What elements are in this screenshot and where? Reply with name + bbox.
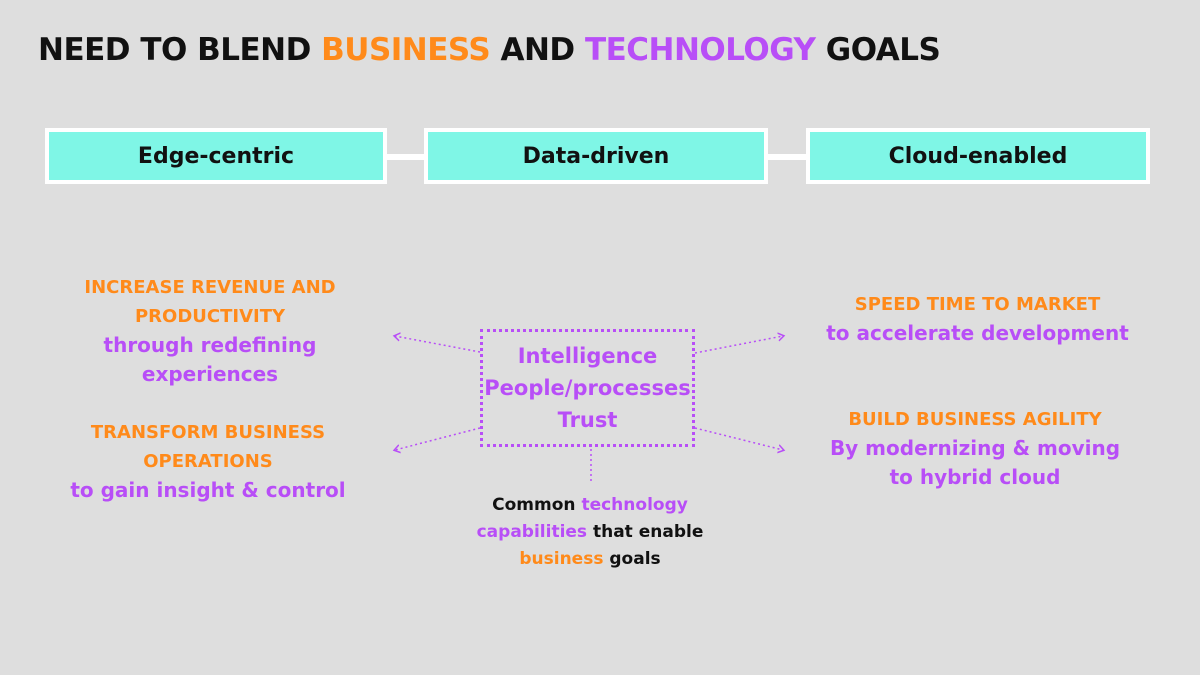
arrow-to-right-bottom xyxy=(694,427,783,450)
goal-increase-revenue-head-1: INCREASE REVENUE AND xyxy=(84,277,336,298)
goal-build-agility-sub-2: to hybrid cloud xyxy=(889,465,1061,489)
goal-speed-time-sub-1: to accelerate development xyxy=(826,321,1129,345)
capability-intelligence: Intelligence xyxy=(517,344,658,368)
goal-build-agility-head-1: BUILD BUSINESS AGILITY xyxy=(848,409,1102,430)
goal-build-agility: BUILD BUSINESS AGILITY By modernizing & … xyxy=(815,405,1135,492)
title-part3: GOALS xyxy=(815,32,941,68)
title-technology: TECHNOLOGY xyxy=(584,32,816,68)
pillar-connector-2 xyxy=(765,154,809,160)
capability-people-processes: People/processes xyxy=(484,376,691,400)
caption-word-business: business xyxy=(519,549,604,569)
goal-transform-operations-head-2: OPERATIONS xyxy=(143,451,273,472)
arrow-to-left-top xyxy=(395,336,481,353)
goal-increase-revenue-sub-2: experiences xyxy=(141,362,279,386)
title-part2: AND xyxy=(490,32,585,68)
pillar-edge-centric: Edge-centric xyxy=(45,128,387,184)
goal-increase-revenue: INCREASE REVENUE AND PRODUCTIVITY throug… xyxy=(60,273,360,389)
page-title: NEED TO BLEND BUSINESS AND TECHNOLOGY GO… xyxy=(38,32,941,68)
pillar-cloud-enabled: Cloud-enabled xyxy=(806,128,1150,184)
caption-word-goals: goals xyxy=(609,549,661,569)
caption-word-technology: technology xyxy=(581,495,688,515)
capabilities-caption: Common technology capabilities that enab… xyxy=(440,492,740,573)
pillar-connector-1 xyxy=(385,154,427,160)
goal-transform-operations-sub-1: to gain insight & control xyxy=(70,478,346,502)
goal-speed-time: SPEED TIME TO MARKET to accelerate devel… xyxy=(820,290,1135,348)
pillar-data-driven: Data-driven xyxy=(424,128,768,184)
goal-speed-time-head-1: SPEED TIME TO MARKET xyxy=(854,294,1101,315)
common-capabilities-box: Intelligence People/processes Trust xyxy=(480,329,695,447)
goal-transform-operations: TRANSFORM BUSINESS OPERATIONS to gain in… xyxy=(58,418,358,505)
title-business: BUSINESS xyxy=(321,32,491,68)
caption-word-that-enable: that enable xyxy=(592,522,704,542)
arrow-to-right-top xyxy=(694,336,783,354)
goal-transform-operations-head-1: TRANSFORM BUSINESS xyxy=(90,422,326,443)
capability-trust: Trust xyxy=(557,408,618,432)
goal-increase-revenue-head-2: PRODUCTIVITY xyxy=(134,306,286,327)
caption-word-common: Common xyxy=(492,495,576,515)
goal-build-agility-sub-1: By modernizing & moving xyxy=(829,436,1121,460)
goal-increase-revenue-sub-1: through redefining xyxy=(103,333,317,357)
caption-word-capabilities: capabilities xyxy=(476,522,588,542)
title-part1: NEED TO BLEND xyxy=(38,32,322,68)
arrow-to-left-bottom xyxy=(395,427,481,450)
